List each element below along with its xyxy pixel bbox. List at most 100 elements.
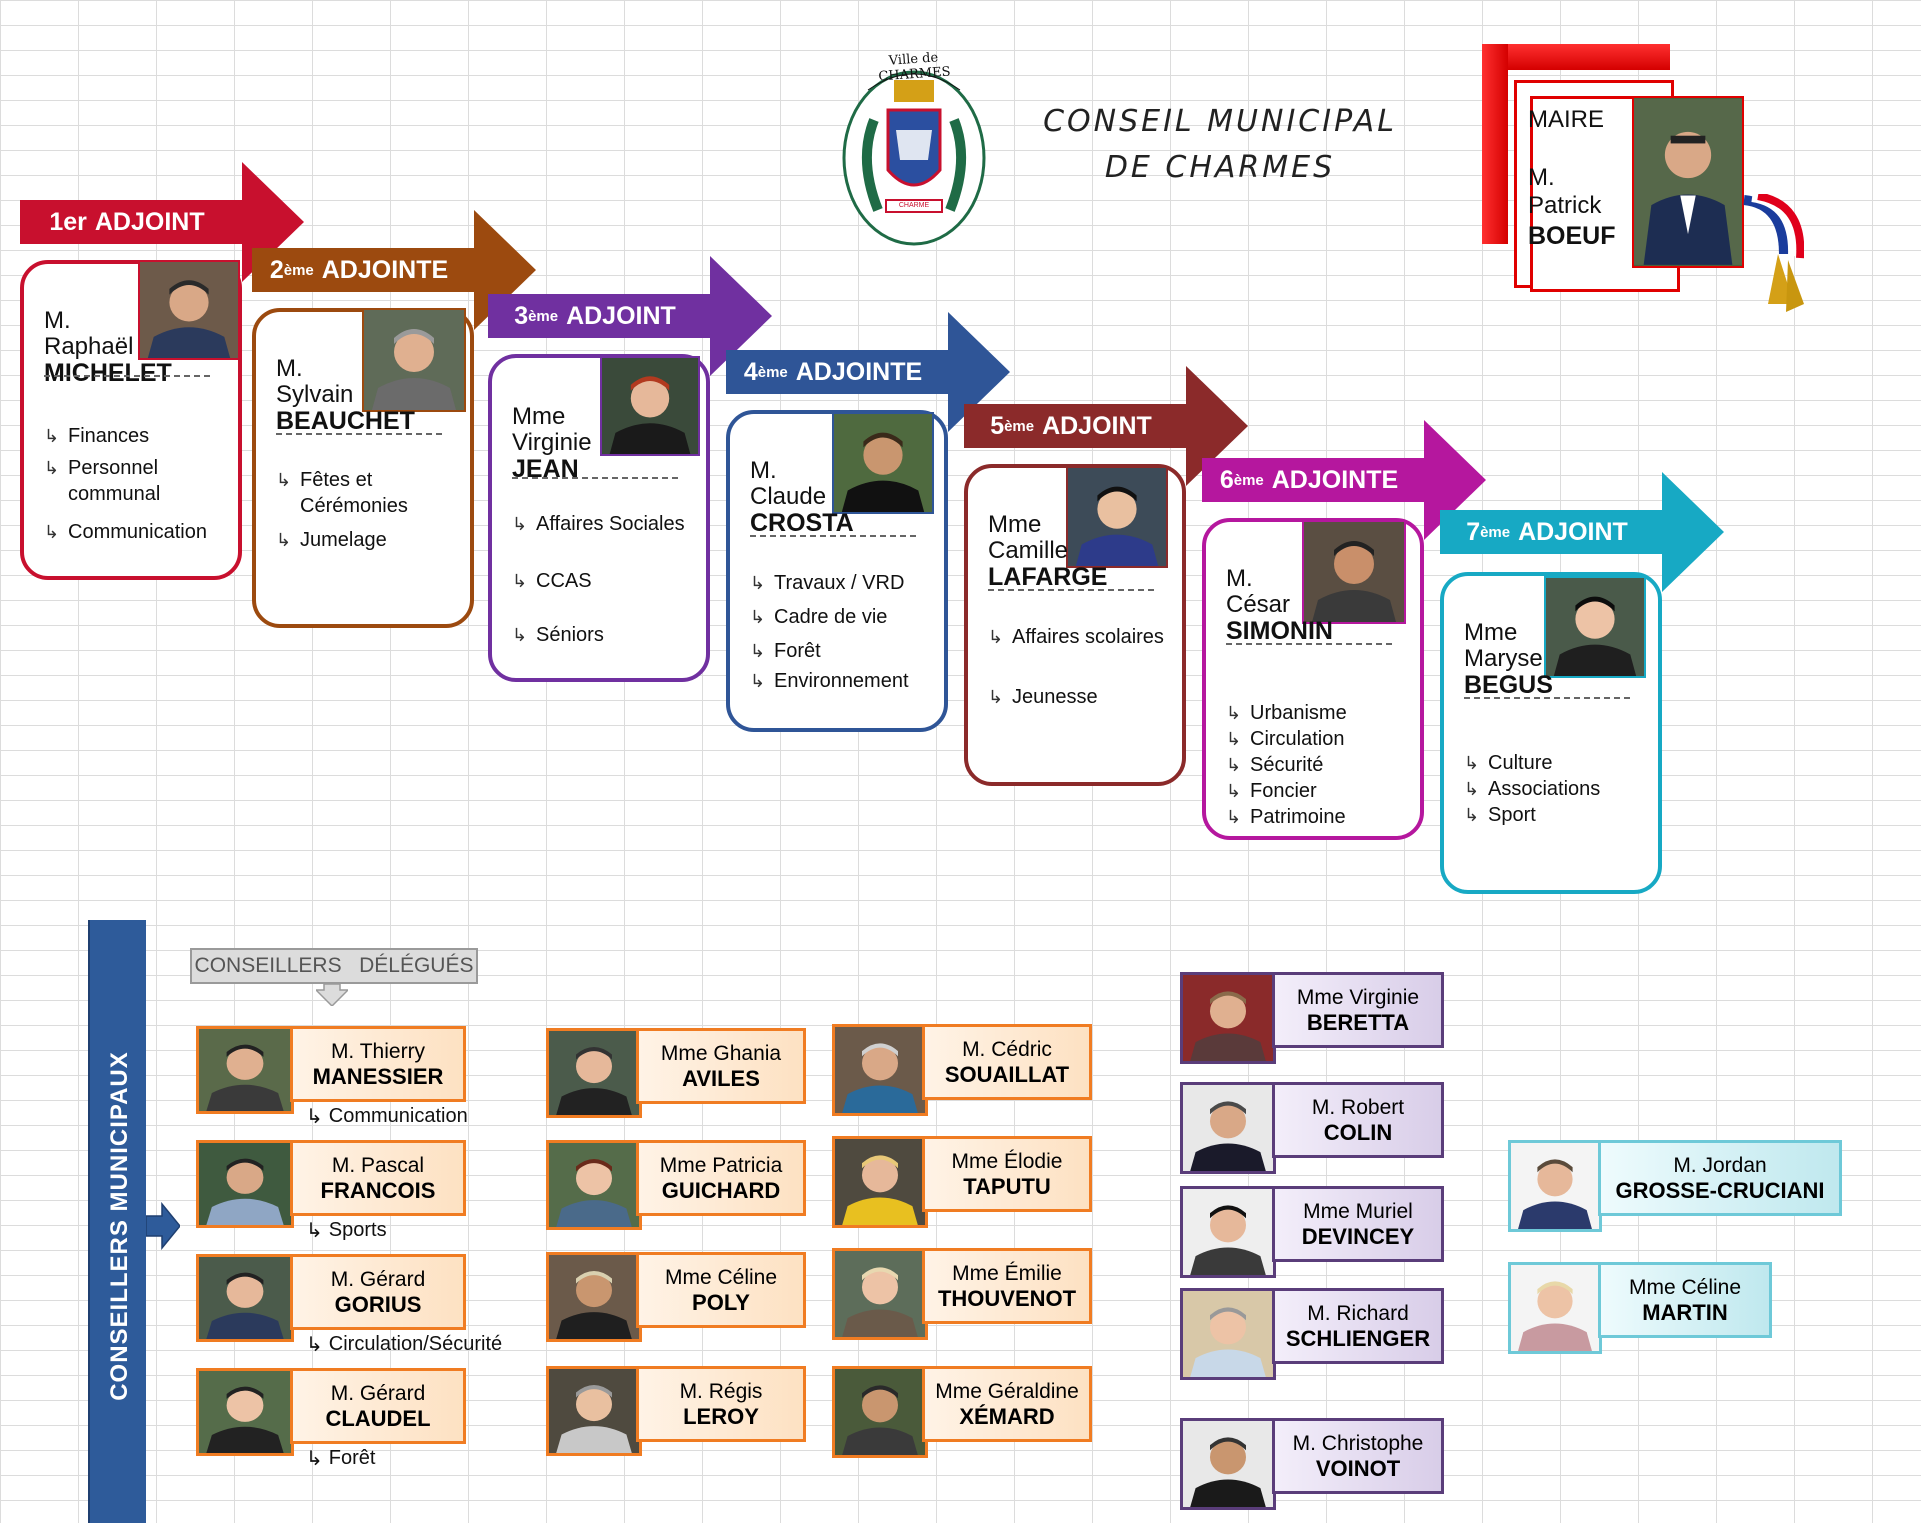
duty-label: Cadre de vie <box>774 606 888 628</box>
adjoint-last: BEGUS <box>1464 671 1553 699</box>
delegation-label: Communication <box>328 1105 468 1127</box>
councillor-photo <box>196 1368 294 1456</box>
adjoint-ordinal: 7 <box>1466 517 1481 546</box>
adjoint-duty: ↳Affaires scolaires <box>988 624 1168 654</box>
arrow-shape-icon <box>20 162 304 282</box>
bullet-arrow-icon: ↳ <box>1226 729 1242 749</box>
adjoint-first: Raphaël <box>44 333 134 360</box>
adjoint-photo-4 <box>832 412 934 514</box>
councillor-first: M. Jordan <box>1673 1154 1767 1177</box>
duty-label: Forêt <box>774 640 821 662</box>
adjoint-duty: ↳Culture <box>1464 750 1644 780</box>
bullet-arrow-icon: ↳ <box>512 625 528 645</box>
adjoint-photo-6 <box>1302 520 1406 624</box>
councillor-last: VOINOT <box>1315 1456 1401 1481</box>
mayor-first: Patrick <box>1528 192 1602 219</box>
councillor-last: THOUVENOT <box>937 1286 1077 1311</box>
adjoint-last: CROSTA <box>750 509 854 537</box>
adjoint-separator <box>1464 697 1630 699</box>
councillor-photo <box>1180 1082 1276 1174</box>
mayor-frame <box>1482 44 1670 70</box>
bullet-arrow-icon: ↳ <box>276 530 292 550</box>
councillor-first: M. Régis <box>679 1380 763 1403</box>
councillor-last: FRANCOIS <box>320 1178 436 1203</box>
adjoint-duty: ↳Urbanisme <box>1226 700 1406 730</box>
councillor-last: DEVINCEY <box>1301 1224 1415 1249</box>
councillor-last: BERETTA <box>1306 1010 1410 1035</box>
adjoint-last: MICHELET <box>44 359 172 387</box>
councillor-first: Mme Patricia <box>659 1154 783 1177</box>
councillor-photo <box>196 1140 294 1228</box>
bullet-arrow-icon: ↳ <box>1226 755 1242 775</box>
city-logo: Ville de CHARMES CHARME <box>838 50 990 246</box>
adjoint-ordinal: 6 <box>1219 465 1234 494</box>
councillor-last: MARTIN <box>1642 1300 1728 1325</box>
bullet-arrow-icon: ↳ <box>750 607 766 627</box>
councillor-photo <box>546 1028 642 1118</box>
councillor-photo <box>196 1026 294 1114</box>
conseillers-label: CONSEILLERS MUNICIPAUX <box>106 1051 133 1401</box>
councillor-photo <box>832 1024 928 1116</box>
mayor-photo <box>1632 96 1744 268</box>
duty-label: CCAS <box>536 570 592 592</box>
councillor-first: Mme Émilie <box>952 1262 1062 1285</box>
adjoint-photo-3 <box>600 356 700 456</box>
bullet-arrow-icon: ↳ <box>750 671 766 691</box>
tricolor-sash-icon <box>1724 192 1805 318</box>
councillor-last: GORIUS <box>334 1292 422 1317</box>
councillor-photo <box>832 1248 928 1340</box>
councillor-delegation: ↳Communication <box>306 1104 468 1129</box>
councillor-last: POLY <box>692 1290 750 1315</box>
adjoint-civ: M. <box>276 355 303 382</box>
duty-label: Sport <box>1488 804 1536 826</box>
adjoint-role: ADJOINTE <box>321 255 449 284</box>
adjoint-duty: ↳Travaux / VRD <box>750 570 930 600</box>
adjoint-duty: ↳Patrimoine <box>1226 804 1406 834</box>
bullet-arrow-icon: ↳ <box>306 1106 323 1128</box>
arrow-shape-icon <box>964 366 1248 486</box>
arrow-shape-icon <box>726 312 1010 432</box>
adjoint-ordinal: 4 <box>743 357 758 386</box>
duty-label: Associations <box>1488 778 1601 800</box>
duty-label: Affaires Sociales <box>536 513 685 535</box>
delegues-label: CONSEILLERS DÉLÉGUÉS <box>194 954 474 977</box>
adjoint-photo-7 <box>1544 576 1646 678</box>
adjoint-duty: ↳Fêtes et Cérémonies <box>276 467 456 523</box>
councillor-first: Mme Céline <box>1628 1276 1742 1299</box>
councillor-photo <box>1508 1262 1602 1354</box>
bullet-arrow-icon: ↳ <box>988 687 1004 707</box>
councillor-first: M. Thierry <box>330 1040 426 1063</box>
councillor-first: Mme Virginie <box>1296 986 1420 1009</box>
councillor-delegation: ↳Circulation/Sécurité <box>306 1332 502 1357</box>
conseillers-pointer-icon <box>145 1201 181 1251</box>
adjoint-duty: ↳Circulation <box>1226 726 1406 756</box>
adjoint-arrow-1: 1er ADJOINT <box>20 162 304 282</box>
duty-label: Culture <box>1488 752 1553 774</box>
arrow-shape-icon <box>1440 472 1724 592</box>
duty-label: Séniors <box>536 624 604 646</box>
bullet-arrow-icon: ↳ <box>44 522 60 542</box>
adjoint-first: Claude <box>750 483 827 510</box>
councillor-first: M. Christophe <box>1292 1432 1424 1455</box>
mayor-civ: M. <box>1528 164 1555 191</box>
adjoint-first: Virginie <box>512 429 592 456</box>
adjoint-duty: ↳CCAS <box>512 568 692 598</box>
councillor-first: M. Cédric <box>962 1038 1052 1061</box>
arrow-shape-icon <box>488 256 772 376</box>
adjoint-role: ADJOINT <box>1042 411 1152 440</box>
councillor-last: SCHLIENGER <box>1285 1326 1431 1351</box>
councillor-last: LEROY <box>683 1404 759 1429</box>
councillor-first: Mme Céline <box>664 1266 778 1289</box>
